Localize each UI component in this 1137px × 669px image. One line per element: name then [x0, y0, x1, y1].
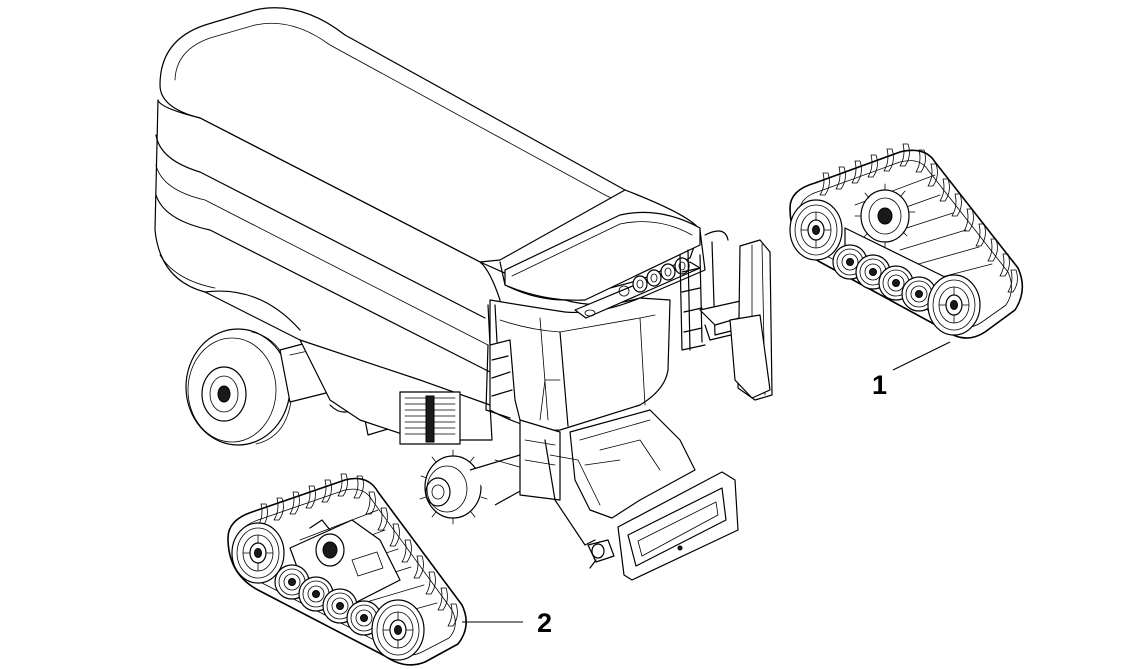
callout-1-label: 1: [872, 370, 887, 400]
left-track-assembly: [227, 473, 467, 666]
rear-wheel: [185, 328, 293, 446]
callout-2-label: 2: [537, 608, 552, 638]
left-handrail: [485, 304, 521, 421]
callout-2: 2: [462, 608, 552, 638]
right-handrail: [679, 230, 736, 351]
callout-1: 1: [872, 341, 951, 400]
auger-spout: [544, 409, 739, 581]
right-track-assembly: [789, 143, 1024, 339]
light-cluster: [584, 257, 690, 317]
track-1-sprocket: [854, 183, 916, 249]
grain-cart-body: [154, 7, 773, 581]
